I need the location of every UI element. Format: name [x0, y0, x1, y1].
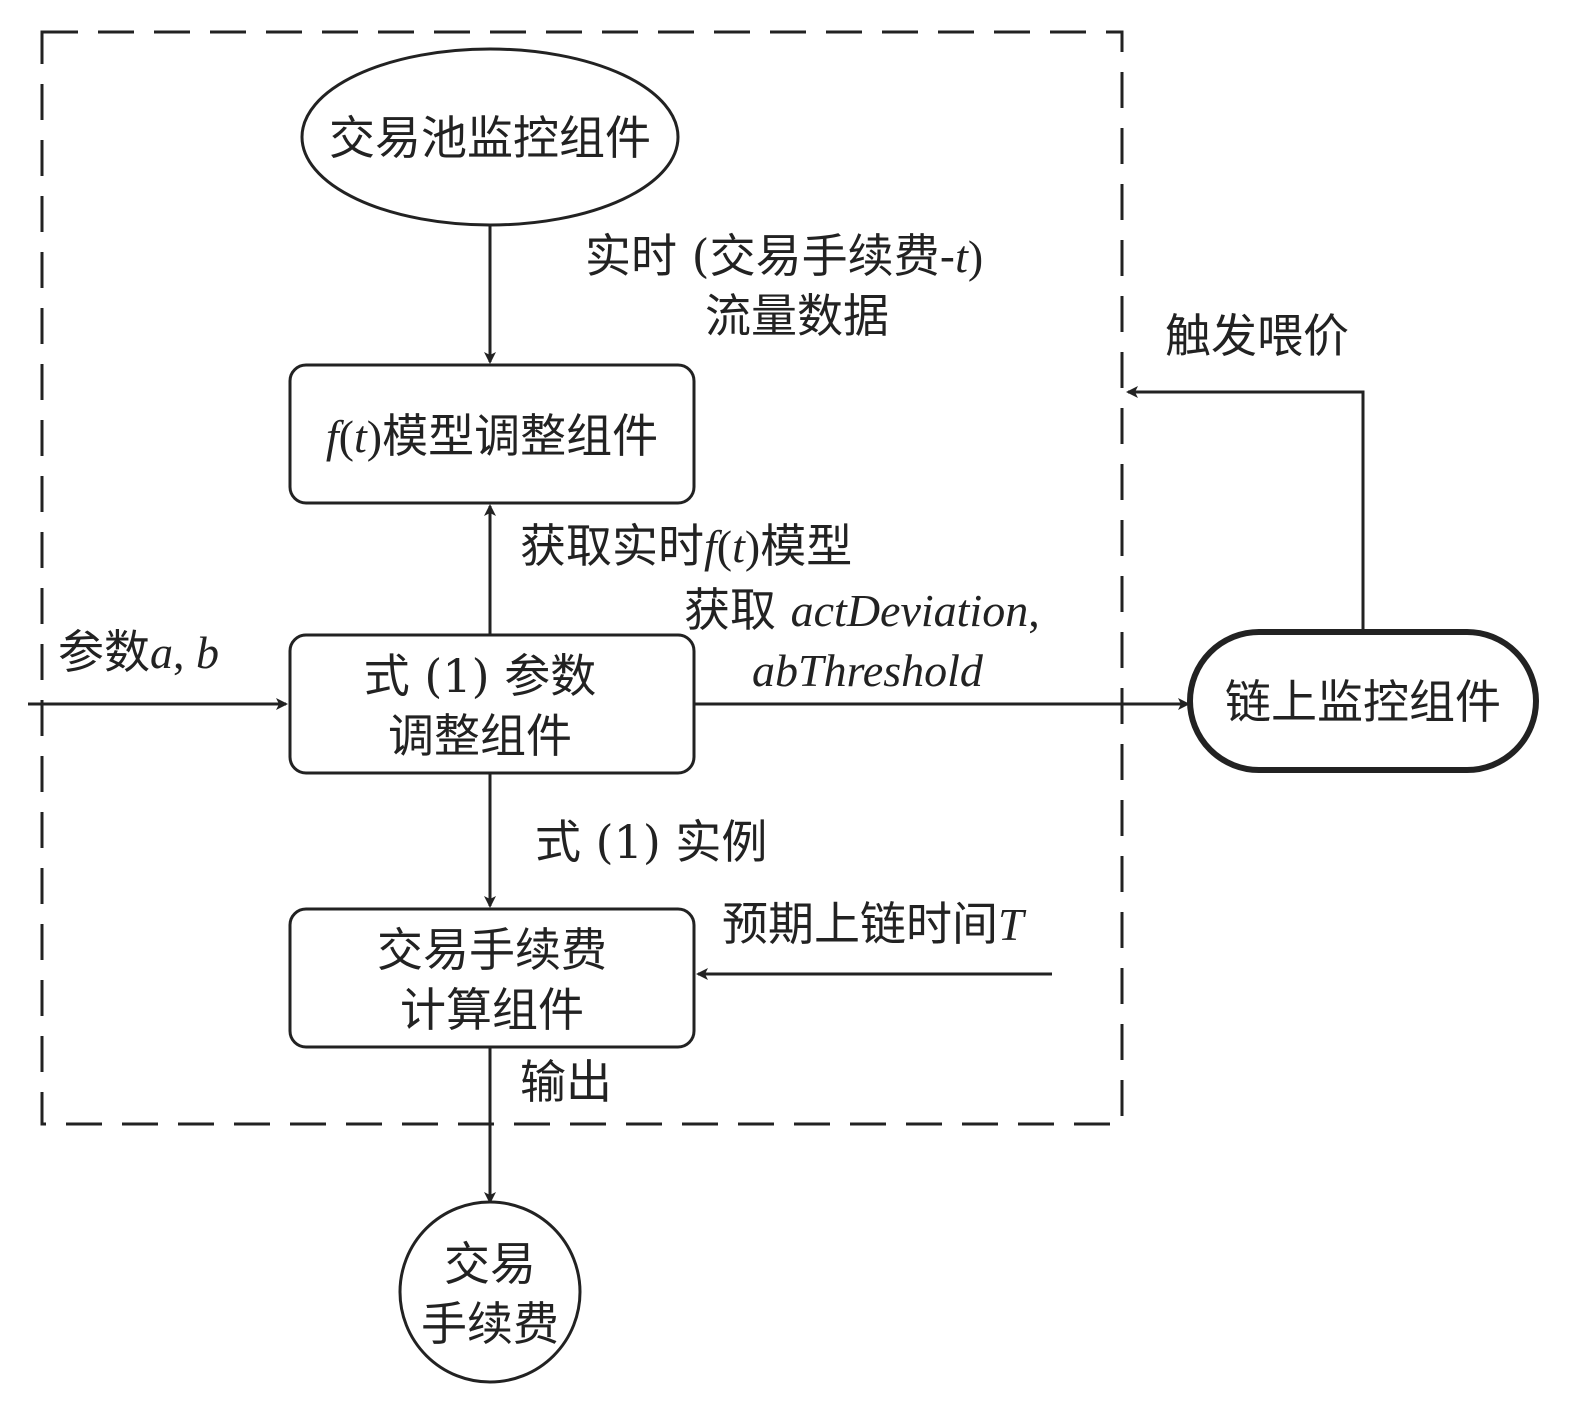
edge-expected-label: 预期上链时间T — [722, 897, 1027, 951]
ft-model-node — [288, 363, 696, 505]
fee-calc-label-1: 交易手续费 — [377, 923, 607, 977]
edge-realtime-label-2: 流量数据 — [705, 289, 889, 343]
edge-get-model-label: 获取实时f(t)模型 — [520, 519, 852, 573]
chain-monitor-label: 链上监控组件 — [1225, 675, 1501, 729]
pool-monitor-node — [300, 47, 680, 227]
fee-output-label-1: 交易 — [444, 1237, 536, 1291]
pool-monitor-label: 交易池监控组件 — [329, 111, 651, 165]
edge-instance-label: 式 (1) 实例 — [535, 815, 767, 869]
fee-calc-label-2: 计算组件 — [400, 983, 584, 1037]
edge-trigger-label: 触发喂价 — [1165, 309, 1349, 363]
edge-get-deviation-label: 获取 actDeviation, — [684, 583, 1040, 637]
system-boundary — [40, 30, 1124, 1126]
edge-threshold-label: abThreshold — [752, 645, 984, 696]
fee-output-node — [398, 1200, 582, 1384]
fee-output-label-2: 手续费 — [421, 1297, 559, 1351]
edge-params-label: 参数a, b — [58, 625, 219, 679]
param-adjust-label-1: 式 (1) 参数 — [364, 649, 596, 703]
edge-output-label: 输出 — [520, 1055, 612, 1109]
param-adjust-label-2: 调整组件 — [388, 709, 572, 763]
ft-model-label: f(t)模型调整组件 — [326, 409, 658, 463]
edge-trigger-feed — [1126, 386, 1365, 632]
edge-realtime-label: 实时 (交易手续费-t) — [585, 229, 983, 283]
fee-calc-node — [288, 907, 696, 1049]
